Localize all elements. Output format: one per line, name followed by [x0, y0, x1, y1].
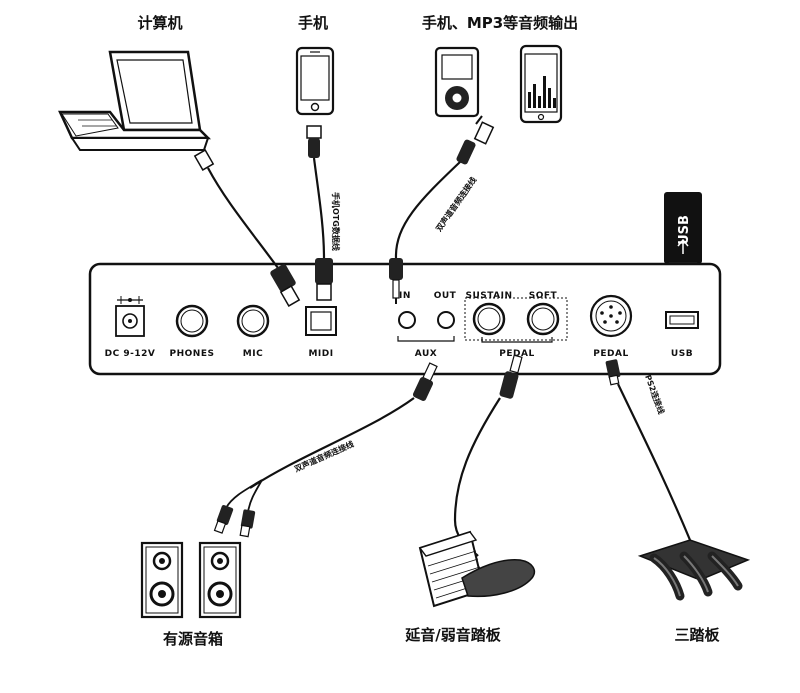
sustain-pedal-caption: 延音/弱音踏板	[404, 626, 501, 644]
computer-usb-cable	[193, 149, 301, 307]
mic-label: MIC	[243, 349, 263, 359]
stereo-out-cable: 双声道音频连接线	[213, 362, 438, 538]
pedal-din-label: PEDAL	[593, 349, 628, 359]
usb-port[interactable]	[665, 311, 699, 329]
soft-jack[interactable]	[526, 302, 560, 336]
phone-otg-cable: 手机OTG数据线	[306, 125, 341, 301]
phones-jack[interactable]	[175, 304, 209, 338]
sustain-jack[interactable]	[472, 302, 506, 336]
aux-in-jack[interactable]	[398, 311, 416, 329]
smartphone-equalizer-icon	[519, 44, 563, 124]
aux-out-jack[interactable]	[437, 311, 455, 329]
pedal-din-port[interactable]	[589, 294, 633, 338]
ps2-cable-label: PS2连接线	[643, 373, 666, 415]
aux-label: AUX	[415, 349, 437, 359]
triple-pedal-icon	[637, 539, 751, 601]
sustain-pedal-icon	[418, 530, 536, 608]
aux-in-label: IN	[399, 291, 411, 301]
audio-output-caption: 手机、MP3等音频输出	[422, 14, 578, 32]
midi-label: MIDI	[308, 349, 333, 359]
piano-rear-panel: DC 9-12V PHONES MIC MIDI IN OUT AUX	[88, 262, 722, 376]
otg-cable-label: 手机OTG数据线	[331, 192, 341, 251]
mic-jack[interactable]	[236, 304, 270, 338]
stereo-in-cable-label: 双声道音频连接线	[433, 175, 478, 233]
triple-pedal-caption: 三踏板	[674, 626, 720, 644]
midi-port[interactable]	[305, 306, 337, 336]
mp3-player-icon	[434, 46, 480, 118]
phone-icon	[295, 46, 335, 116]
sustain-pedal-cable	[453, 354, 523, 557]
aux-out-label: OUT	[434, 291, 457, 301]
ps2-cable: PS2连接线	[605, 359, 692, 541]
speaker-right-icon	[198, 541, 242, 619]
dc-label: DC 9-12V	[105, 349, 156, 359]
usb-label: USB	[671, 349, 693, 359]
phones-label: PHONES	[170, 349, 215, 359]
laptop-icon	[58, 50, 212, 151]
stereo-out-cable-label: 双声道音频连接线	[293, 439, 356, 474]
speaker-left-icon	[140, 541, 184, 619]
phone-caption: 手机	[298, 14, 328, 32]
computer-caption: 计算机	[137, 14, 182, 32]
sustain-label: SUSTAIN	[465, 291, 512, 301]
soft-label: SOFT	[529, 291, 558, 301]
dc-jack[interactable]	[115, 296, 145, 337]
usb-stick-label: USB	[677, 215, 692, 245]
pedal-group-label: PEDAL	[499, 349, 534, 359]
speakers-caption: 有源音箱	[163, 630, 223, 648]
